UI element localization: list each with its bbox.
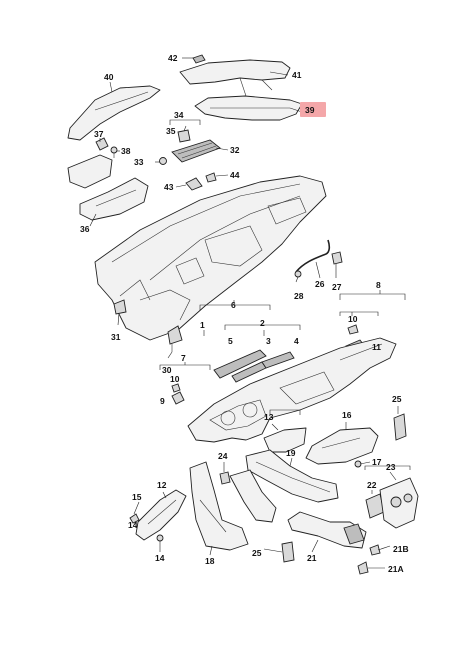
part-36-air-duct <box>67 154 149 221</box>
label-44: 44 <box>230 170 240 180</box>
part-25-cover-bottom <box>281 541 295 563</box>
label-36: 36 <box>80 224 90 234</box>
label-11: 11 <box>372 342 381 352</box>
label-18: 18 <box>205 556 215 566</box>
label-28: 28 <box>294 291 304 301</box>
part-3-vent-strip <box>231 351 295 383</box>
part-43-sensor <box>185 177 203 191</box>
part-18-center-support <box>189 461 249 551</box>
label-32: 32 <box>230 145 240 155</box>
label-21a: 21A <box>388 564 404 574</box>
part-12-side-duct <box>135 489 187 541</box>
label-8: 8 <box>376 280 381 290</box>
part-30-bracket <box>167 325 183 352</box>
label-13: 13 <box>264 412 274 422</box>
label-15: 15 <box>132 492 142 502</box>
part-21-floor-duct <box>287 511 367 549</box>
label-37: 37 <box>94 129 104 139</box>
part-25-cover-right <box>393 413 407 441</box>
label-4: 4 <box>294 336 299 346</box>
label-23: 23 <box>386 462 396 472</box>
label-39: 39 <box>305 105 315 115</box>
label-40: 40 <box>104 72 114 82</box>
label-10-right: 10 <box>348 314 358 324</box>
label-25-right: 25 <box>392 394 402 404</box>
part-28-clip <box>294 270 302 278</box>
label-16: 16 <box>342 410 352 420</box>
label-21: 21 <box>307 553 317 563</box>
label-26: 26 <box>315 279 325 289</box>
part-23-vent-housing <box>379 477 419 529</box>
label-14-bottom: 14 <box>155 553 165 563</box>
part-32-vent-grille <box>171 139 221 163</box>
part-42-clip <box>192 54 206 64</box>
label-22: 22 <box>367 480 377 490</box>
part-5-trim-strip <box>213 349 267 379</box>
label-31: 31 <box>111 332 121 342</box>
part-14-screw <box>156 534 164 542</box>
label-34: 34 <box>174 110 184 120</box>
label-30: 30 <box>162 365 172 375</box>
label-3: 3 <box>266 336 271 346</box>
label-21b: 21B <box>393 544 409 554</box>
part-15-clip <box>129 513 140 524</box>
label-41: 41 <box>292 70 302 80</box>
part-38-screw <box>110 146 118 158</box>
label-12: 12 <box>157 480 167 490</box>
part-35-clip <box>177 129 191 143</box>
part-21a-clip <box>357 561 369 575</box>
leader-lines <box>89 57 399 569</box>
dashboard-carrier <box>94 175 327 341</box>
label-25-bottom: 25 <box>252 548 262 558</box>
label-27: 27 <box>332 282 342 292</box>
part-20-duct <box>229 469 277 523</box>
label-35: 35 <box>166 126 176 136</box>
part-39-defroster-vent <box>194 95 303 121</box>
part-37-bracket <box>95 137 109 151</box>
label-17: 17 <box>372 457 382 467</box>
part-26-hose <box>295 239 331 273</box>
label-1: 1 <box>200 320 205 330</box>
label-33: 33 <box>134 157 144 167</box>
label-43: 43 <box>164 182 174 192</box>
label-10-left: 10 <box>170 374 180 384</box>
part-9-clip <box>171 391 185 405</box>
highlight-box-39 <box>300 102 326 117</box>
label-7: 7 <box>181 353 186 363</box>
part-27-nozzle <box>331 251 343 265</box>
part-41-upper-trim <box>179 59 291 97</box>
label-42: 42 <box>168 53 178 63</box>
label-2: 2 <box>260 318 265 328</box>
part-40-side-trim <box>67 85 161 141</box>
label-38: 38 <box>121 146 131 156</box>
part-31-bracket <box>113 299 127 315</box>
part-21b-clip <box>369 544 381 556</box>
label-6: 6 <box>231 300 236 310</box>
part-33-nut <box>159 157 167 165</box>
part-10-clip-left <box>171 383 181 393</box>
label-24: 24 <box>218 451 228 461</box>
part-44-clip <box>205 172 217 183</box>
callout-labels: 42 41 39 40 37 38 36 34 35 32 33 43 44 2… <box>80 53 409 574</box>
part-24-clip <box>219 471 231 485</box>
label-19: 19 <box>286 448 296 458</box>
part-16-storage-tray <box>305 427 379 465</box>
part-1-dashboard-panel <box>187 337 397 443</box>
label-5: 5 <box>228 336 233 346</box>
part-19-duct <box>245 449 339 503</box>
part-13-bracket <box>263 427 307 453</box>
part-10-clip-right <box>347 324 359 335</box>
label-14-left: 14 <box>128 520 138 530</box>
label-9: 9 <box>160 396 165 406</box>
